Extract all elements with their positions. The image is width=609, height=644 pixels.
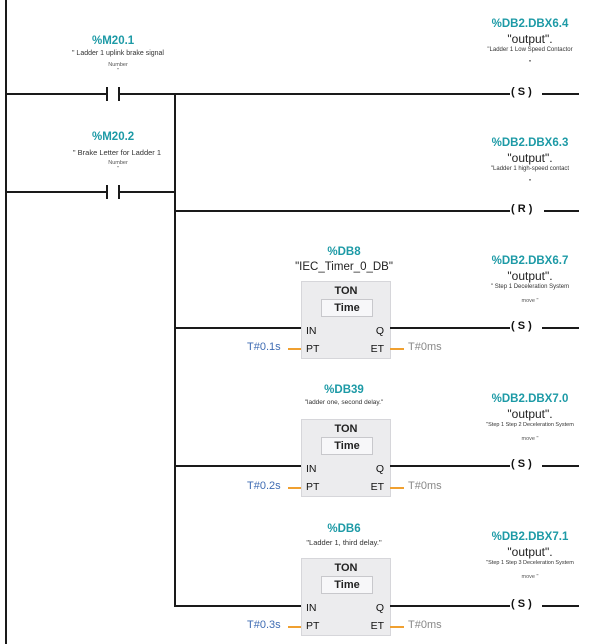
rung2-wire-mid (120, 191, 175, 193)
rung1-no-contact[interactable] (106, 87, 128, 101)
timer3-pin-in: IN (306, 602, 317, 614)
timer3-in-wire (176, 605, 301, 607)
timer3-pin-pt: PT (306, 620, 320, 632)
timer3-coil-address[interactable]: %DB2.DBX7.1 (491, 531, 569, 543)
timer1-set-coil[interactable]: ( S ) (510, 320, 533, 332)
timer1-pin-q: Q (375, 325, 384, 337)
rung2-contact-quote: " (117, 166, 119, 172)
rung2-reset-coil[interactable]: ( R ) (510, 203, 534, 215)
timer1-q-wire (390, 327, 510, 329)
left-power-rail (5, 0, 7, 644)
rung1-wire-mid (120, 93, 510, 95)
timer3-coil-comment: "Step 1 Step 3 Deceleration System (486, 560, 574, 566)
rung2-coil-quote: " (528, 179, 532, 186)
timer3-coil-wire-right (542, 605, 579, 607)
timer3-db-comment: "Ladder 1, third delay." (306, 538, 382, 547)
timer1-coil-tag: "output". (507, 269, 553, 283)
timer1-coil-comment: " Step 1 Deceleration System (490, 284, 570, 290)
rung1-coil-comment: "Ladder 1 Low Speed Contactor (487, 47, 573, 53)
timer3-type: TON (334, 562, 358, 574)
timer1-pin-in: IN (306, 325, 317, 337)
timer1-pt-connector (288, 348, 301, 350)
rung2-wire-left (7, 191, 106, 193)
timer3-coil-tag: "output". (507, 545, 553, 559)
rung2-contact-sub: Number (108, 160, 128, 166)
timer3-pt-connector (288, 626, 301, 628)
timer1-ton-block[interactable]: TON Time IN Q PT ET (301, 281, 391, 359)
timer1-time: Time (321, 299, 373, 317)
rung1-contact-quote: " (117, 68, 119, 74)
timer1-pin-et: ET (370, 343, 384, 355)
rung2-contact-address[interactable]: %M20.2 (92, 131, 135, 143)
timer1-et-value[interactable]: T#0ms (408, 341, 442, 353)
rung2-coil-tag: "output". (507, 151, 553, 165)
timer1-type: TON (334, 285, 358, 297)
timer3-et-connector (390, 626, 404, 628)
timer1-pin-pt: PT (306, 343, 320, 355)
timer3-ton-block[interactable]: TON Time IN Q PT ET (301, 558, 391, 636)
rung1-coil-quote: " (528, 60, 532, 67)
rung2-coil-address[interactable]: %DB2.DBX6.3 (491, 137, 569, 149)
timer2-pin-q: Q (375, 463, 384, 475)
rung2-coil-comment: "Ladder 1 high-speed contact (490, 166, 570, 172)
timer1-db-address[interactable]: %DB8 (327, 246, 361, 258)
rung1-coil-address[interactable]: %DB2.DBX6.4 (491, 18, 569, 30)
timer2-coil-tag: "output". (507, 407, 553, 421)
timer1-coil-address[interactable]: %DB2.DBX6.7 (491, 255, 569, 267)
timer3-q-wire (390, 605, 510, 607)
rung1-set-coil[interactable]: ( S ) (510, 86, 533, 98)
timer3-set-coil[interactable]: ( S ) (510, 598, 533, 610)
timer2-pin-et: ET (370, 481, 384, 493)
timer2-coil-wire-right (542, 465, 579, 467)
branch-vertical (174, 93, 176, 607)
timer2-set-coil[interactable]: ( S ) (510, 458, 533, 470)
rung2-reset-wire (176, 210, 510, 212)
timer2-in-wire (176, 465, 301, 467)
timer1-coil-wire-right (542, 327, 579, 329)
timer2-pt-connector (288, 487, 301, 489)
timer1-et-connector (390, 348, 404, 350)
timer2-db-address[interactable]: %DB39 (324, 384, 364, 396)
timer2-type: TON (334, 423, 358, 435)
timer2-q-wire (390, 465, 510, 467)
timer2-db-comment: "ladder one, second delay." (304, 399, 384, 406)
timer3-et-value[interactable]: T#0ms (408, 619, 442, 631)
timer1-db-name: "IEC_Timer_0_DB" (295, 261, 393, 273)
rung1-wire-left (7, 93, 106, 95)
timer2-coil-comment: "Step 1 Step 2 Deceleration System (486, 422, 574, 428)
timer3-db-address[interactable]: %DB6 (327, 523, 361, 535)
rung2-contact-comment: " Brake Letter for Ladder 1 (72, 148, 162, 157)
timer1-in-wire (176, 327, 301, 329)
timer2-et-connector (390, 487, 404, 489)
rung2-no-contact[interactable] (106, 185, 128, 199)
timer3-time: Time (321, 576, 373, 594)
rung2-reset-wire-right (544, 210, 579, 212)
timer2-coil-address[interactable]: %DB2.DBX7.0 (491, 393, 569, 405)
timer1-coil-comment2: move " (521, 298, 539, 304)
rung1-wire-right (542, 93, 579, 95)
timer2-coil-comment2: move " (521, 436, 539, 442)
timer2-ton-block[interactable]: TON Time IN Q PT ET (301, 419, 391, 497)
rung1-contact-address[interactable]: %M20.1 (92, 35, 135, 47)
rung1-coil-tag: "output". (507, 32, 553, 46)
timer2-time: Time (321, 437, 373, 455)
timer3-pin-et: ET (370, 620, 384, 632)
timer3-pt-value[interactable]: T#0.3s (247, 619, 281, 631)
timer3-pin-q: Q (375, 602, 384, 614)
timer2-et-value[interactable]: T#0ms (408, 480, 442, 492)
rung1-contact-sub: Number (108, 62, 128, 68)
rung1-contact-comment: " Ladder 1 uplink brake signal (72, 50, 164, 57)
timer2-pin-pt: PT (306, 481, 320, 493)
timer2-pin-in: IN (306, 463, 317, 475)
timer2-pt-value[interactable]: T#0.2s (247, 480, 281, 492)
timer1-pt-value[interactable]: T#0.1s (247, 341, 281, 353)
timer3-coil-comment2: move " (521, 574, 539, 580)
